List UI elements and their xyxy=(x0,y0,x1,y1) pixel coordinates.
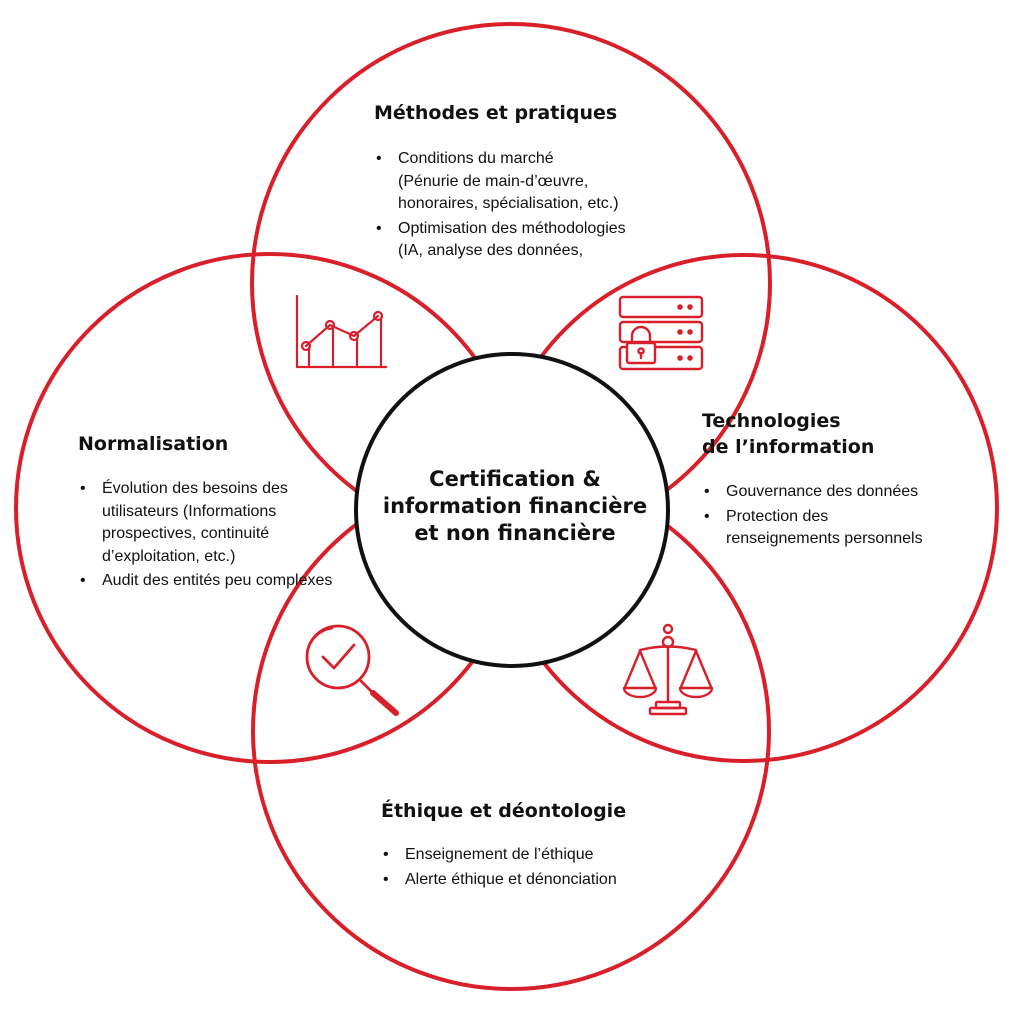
text-line: (Pénurie de main-d’œuvre, xyxy=(398,172,589,190)
bullets-ethique: Enseignement de l’éthiqueAlerte éthique … xyxy=(381,844,617,893)
bullet-item: Audit des entités peu complexes xyxy=(78,570,332,593)
text-line: Alerte éthique et dénonciation xyxy=(405,870,617,888)
text-line: renseignements personnels xyxy=(726,530,923,547)
bullet-item: Protection des renseignements personnels xyxy=(702,506,923,551)
text-line: utilisateurs (Informations xyxy=(102,502,277,520)
center-title: Certification & information financière et … xyxy=(372,466,658,547)
server-lock-icon xyxy=(618,295,704,371)
text-line: Optimisation des méthodologies xyxy=(398,219,626,237)
bullet-item: Enseignement de l’éthique xyxy=(381,844,617,867)
text-line: Audit des entités peu complexes xyxy=(102,572,333,589)
text-line: honoraires, spécialisation, etc.) xyxy=(398,195,619,212)
text-line: Protection des xyxy=(726,507,829,525)
heading-methodes: Méthodes et pratiques xyxy=(374,102,618,124)
scales-icon xyxy=(622,623,714,716)
text-line: de l’information xyxy=(702,436,875,458)
bullet-item: Gouvernance des données xyxy=(702,481,923,504)
heading-technologies: Technologies de l’information xyxy=(702,408,874,460)
text-line: Conditions du marché xyxy=(398,150,554,167)
bullets-methodes: Conditions du marché (Pénurie de main-d’œ… xyxy=(374,148,626,265)
heading-normalisation: Normalisation xyxy=(78,433,229,455)
bullet-item: Alerte éthique et dénonciation xyxy=(381,869,617,892)
text-line: (IA, analyse des données, xyxy=(398,242,584,259)
text-line: Gouvernance des données xyxy=(726,483,919,500)
bullet-item: Évolution des besoins des utilisateurs (I… xyxy=(78,478,332,568)
text-line: Technologies xyxy=(702,410,841,432)
line-chart-icon xyxy=(295,294,388,369)
bullets-normalisation: Évolution des besoins des utilisateurs (I… xyxy=(78,478,332,595)
text-line: Enseignement de l’éthique xyxy=(405,846,594,863)
text-line: information financière xyxy=(382,494,648,518)
center-circle xyxy=(354,352,670,668)
bullets-technologies: Gouvernance des donnéesProtection des ren… xyxy=(702,481,923,553)
bullet-item: Optimisation des méthodologies (IA, analy… xyxy=(374,218,626,263)
text-line: Certification & xyxy=(429,467,601,491)
text-line: et non financière xyxy=(414,521,616,545)
text-line: Évolution des besoins des xyxy=(102,480,288,497)
text-line: d’exploitation, etc.) xyxy=(102,547,236,565)
bullet-item: Conditions du marché (Pénurie de main-d’œ… xyxy=(374,148,626,216)
magnifier-check-icon xyxy=(305,624,399,716)
heading-ethique: Éthique et déontologie xyxy=(381,800,627,822)
text-line: prospectives, continuité xyxy=(102,525,270,542)
